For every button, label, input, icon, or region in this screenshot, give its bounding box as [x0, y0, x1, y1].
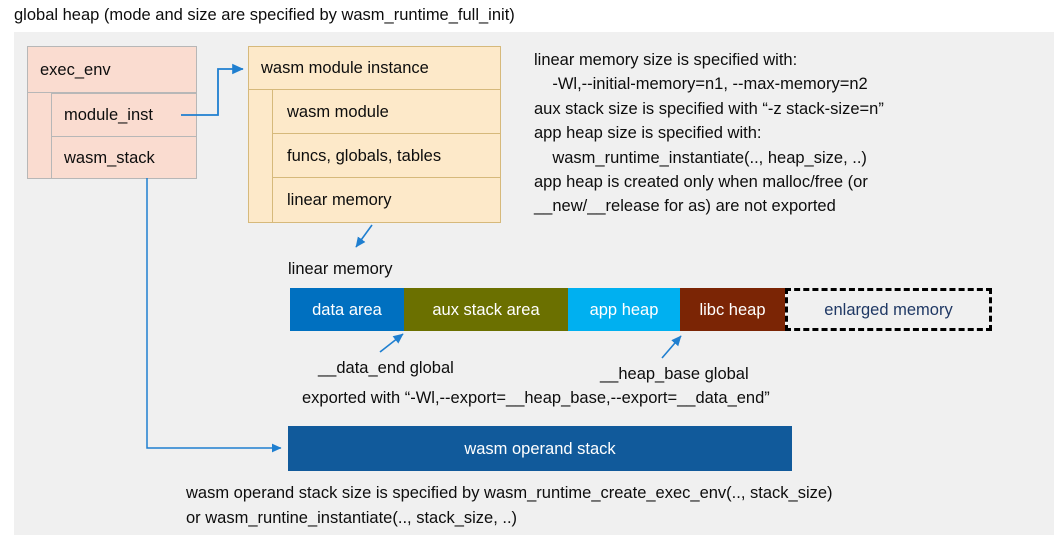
memory-segment-enlarged-memory: enlarged memory	[785, 288, 992, 331]
module-instance-indent-column	[248, 89, 273, 223]
memory-segment-app-heap-label: app heap	[589, 300, 659, 319]
memory-segment-libc-heap-label: libc heap	[699, 300, 766, 319]
linear-memory-caption: linear memory	[288, 260, 393, 278]
memory-segment-data-area: data area	[290, 288, 404, 331]
wasm-operand-stack-bar: wasm operand stack	[288, 426, 792, 471]
memory-segment-enlarged-memory-label: enlarged memory	[824, 300, 953, 319]
linear-memory-field-label: linear memory	[287, 191, 392, 209]
module-instance-title: wasm module instance	[248, 46, 501, 90]
memory-segment-app-heap: app heap	[568, 288, 680, 331]
module-instance-field-wasm-module: wasm module	[272, 89, 501, 134]
memory-segment-aux-stack-area: aux stack area	[404, 288, 568, 331]
memory-segment-aux-stack-area-label: aux stack area	[432, 300, 540, 319]
wasm-operand-stack-note: wasm operand stack size is specified by …	[186, 484, 833, 527]
heap-base-global-label: __heap_base global	[600, 365, 749, 383]
module-instance-field-funcs-globals-tables: funcs, globals, tables	[272, 133, 501, 178]
wasm-operand-stack-label: wasm operand stack	[464, 439, 616, 458]
exec-env-title-label: exec_env	[40, 60, 111, 79]
exec-env-indent-column	[27, 93, 52, 179]
module-instance-title-label: wasm module instance	[261, 59, 429, 77]
module-inst-label: module_inst	[64, 106, 153, 124]
exec-env-field-wasm-stack: wasm_stack	[51, 136, 197, 179]
exec-env-field-module-inst: module_inst	[51, 93, 197, 137]
page-title: global heap (mode and size are specified…	[14, 6, 515, 24]
module-instance-field-linear-memory: linear memory	[272, 177, 501, 223]
funcs-globals-tables-label: funcs, globals, tables	[287, 146, 442, 165]
memory-segment-data-area-label: data area	[312, 300, 382, 319]
memory-spec-note: linear memory size is specified with: -W…	[534, 51, 884, 216]
wasm-stack-label: wasm_stack	[64, 148, 155, 167]
exec-env-title: exec_env	[27, 46, 197, 93]
data-end-global-label: __data_end global	[318, 359, 454, 377]
memory-segment-libc-heap: libc heap	[680, 288, 785, 331]
linear-memory-bar: data area aux stack area app heap libc h…	[290, 288, 992, 331]
exported-with-label: exported with “-Wl,--export=__heap_base,…	[302, 389, 770, 407]
wasm-module-label: wasm module	[287, 102, 389, 121]
